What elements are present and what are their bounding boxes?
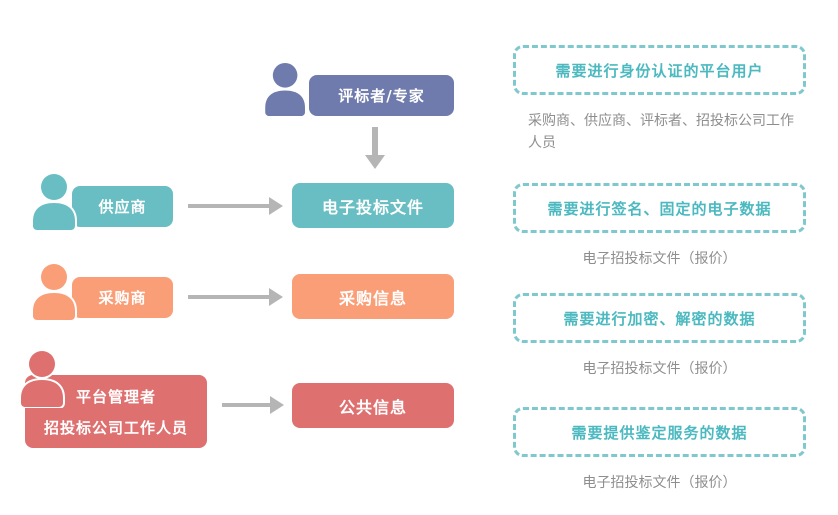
down-arrow-head xyxy=(365,155,385,169)
requirement-appraisal-box: 需要提供鉴定服务的数据 xyxy=(513,407,806,457)
public-info-label: 公共信息 xyxy=(338,397,407,417)
public-info-box: 公共信息 xyxy=(292,383,454,428)
requirement-identity-auth-box: 需要进行身份认证的平台用户 xyxy=(513,45,806,95)
supplier-arrow-shaft xyxy=(188,204,269,208)
purchaser-label-box: 采购商 xyxy=(72,277,173,318)
supplier-label: 供应商 xyxy=(98,198,147,216)
admin-label-line1: 平台管理者 xyxy=(75,387,156,406)
supplier-label-box: 供应商 xyxy=(72,186,173,227)
requirement-signature-box: 需要进行签名、固定的电子数据 xyxy=(513,183,806,233)
bid-documents-label: 电子投标文件 xyxy=(321,197,424,217)
supplier-arrow-head xyxy=(269,197,283,215)
requirement-identity-auth-description: 采购商、供应商、评标者、招投标公司工作人员 xyxy=(528,113,794,151)
requirement-encryption-box: 需要进行加密、解密的数据 xyxy=(513,293,806,343)
expert-person-icon xyxy=(262,63,312,116)
requirement-encryption-description: 电子招投标文件（报价） xyxy=(582,361,737,377)
expert-label: 评标者/专家 xyxy=(338,87,425,105)
admin-arrow-head xyxy=(270,396,284,414)
admin-label-box: 平台管理者 招投标公司工作人员 xyxy=(25,375,207,448)
requirement-signature-title: 需要进行签名、固定的电子数据 xyxy=(547,199,772,218)
bid-documents-box: 电子投标文件 xyxy=(292,183,454,228)
requirement-appraisal-title: 需要提供鉴定服务的数据 xyxy=(571,423,748,442)
admin-person-icon xyxy=(18,350,70,408)
requirement-appraisal-description: 电子招投标文件（报价） xyxy=(582,475,737,491)
purchaser-arrow-shaft xyxy=(188,295,269,299)
procurement-info-label: 采购信息 xyxy=(338,288,407,308)
requirement-identity-auth-title: 需要进行身份认证的平台用户 xyxy=(555,61,764,80)
purchaser-person-icon xyxy=(30,264,82,320)
down-arrow-shaft xyxy=(372,127,378,155)
admin-label-line2: 招投标公司工作人员 xyxy=(43,418,188,437)
admin-arrow-shaft xyxy=(222,403,270,407)
procurement-info-box: 采购信息 xyxy=(292,274,454,319)
purchaser-arrow-head xyxy=(269,288,283,306)
requirement-encryption-title: 需要进行加密、解密的数据 xyxy=(563,309,756,328)
requirement-signature-description: 电子招投标文件（报价） xyxy=(582,251,737,267)
supplier-person-icon xyxy=(30,174,82,230)
purchaser-label: 采购商 xyxy=(98,289,147,307)
expert-label-box: 评标者/专家 xyxy=(309,75,454,116)
